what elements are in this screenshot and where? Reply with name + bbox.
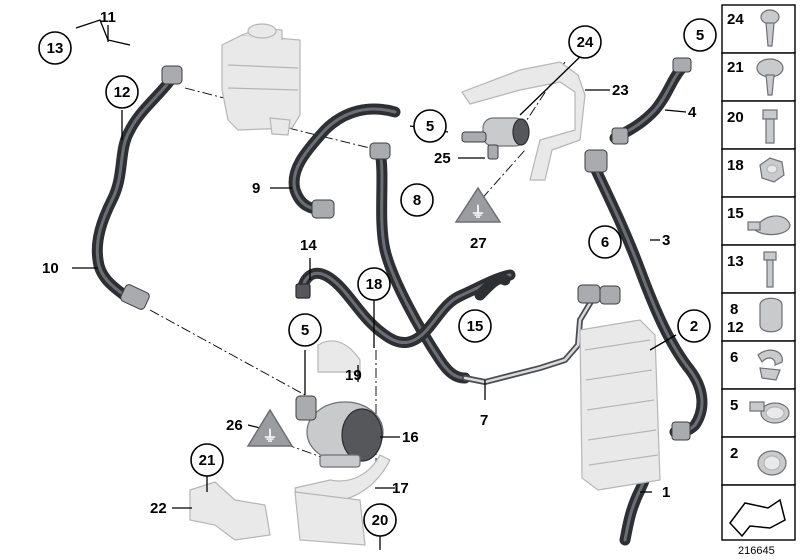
screw-icon: [760, 9, 780, 47]
spring-clip-icon: [757, 349, 783, 381]
panel-label-6: 6: [730, 349, 738, 366]
svg-text:13: 13: [47, 40, 64, 57]
label-17: 17: [392, 480, 409, 497]
svg-text:5: 5: [301, 322, 309, 339]
svg-text:18: 18: [366, 276, 383, 293]
warning-triangle-27: ⏚: [454, 186, 502, 223]
label-4: 4: [688, 104, 697, 121]
callout-13[interactable]: 13: [38, 31, 72, 65]
brackets-lower: [189, 454, 391, 546]
panel-label-24: 24: [727, 11, 744, 28]
callout-20[interactable]: 20: [363, 503, 397, 537]
panel-label-5: 5: [730, 397, 738, 414]
warning-triangle-26: ⏚: [246, 408, 294, 447]
direction-arrow-icon: [729, 498, 786, 538]
band-clamp-icon: [749, 401, 790, 424]
svg-text:21: 21: [199, 452, 216, 469]
label-11: 11: [100, 9, 116, 26]
panel-label-8: 8: [730, 301, 738, 318]
panel-label-2: 2: [730, 445, 738, 462]
label-7: 7: [480, 412, 488, 429]
svg-text:8: 8: [413, 192, 421, 209]
panel-label-12: 12: [727, 319, 744, 336]
label-22: 22: [150, 500, 167, 517]
bracket-23: [461, 61, 586, 181]
holder-clip-icon: [759, 297, 783, 333]
label-25: 25: [434, 150, 451, 167]
callout-18[interactable]: 18: [357, 267, 391, 301]
panel-label-15: 15: [727, 205, 744, 222]
diagram-number: 216645: [738, 545, 775, 557]
callout-15[interactable]: 15: [458, 309, 492, 343]
callout-21[interactable]: 21: [190, 443, 224, 477]
label-14: 14: [300, 237, 317, 254]
expansion-tank: [221, 23, 301, 136]
label-19: 19: [345, 367, 362, 384]
hex-nut-icon: [759, 157, 785, 183]
callout-2[interactable]: 2: [677, 309, 711, 343]
aux-pump-25: [461, 117, 530, 160]
svg-text:20: 20: [372, 512, 389, 529]
callout-12[interactable]: 12: [105, 75, 139, 109]
callout-6[interactable]: 6: [588, 225, 622, 259]
panel-label-18: 18: [727, 157, 744, 174]
callout-5-mid[interactable]: 5: [288, 313, 322, 347]
svg-text:15: 15: [467, 318, 484, 335]
label-10: 10: [42, 260, 59, 277]
label-23: 23: [612, 82, 629, 99]
panel-label-21: 21: [727, 59, 744, 76]
connector-clip-icon: [757, 450, 787, 476]
callout-8[interactable]: 8: [400, 183, 434, 217]
svg-text:2: 2: [690, 318, 698, 335]
panel-label-20: 20: [727, 109, 744, 126]
svg-text:5: 5: [696, 27, 704, 44]
label-3: 3: [662, 232, 670, 249]
callout-5-top[interactable]: 5: [413, 109, 447, 143]
panel-label-13: 13: [727, 253, 744, 270]
svg-text:⏚: ⏚: [470, 204, 485, 221]
svg-text:12: 12: [114, 84, 131, 101]
svg-text:6: 6: [601, 234, 609, 251]
label-27: 27: [470, 235, 487, 252]
hoses: [91, 57, 708, 546]
heat-exchanger: [579, 319, 661, 491]
callout-5-right[interactable]: 5: [683, 18, 717, 52]
plain-labels: 11 10 9 25 23 4 3 27 14 19 7 16 26 17 22…: [42, 9, 697, 517]
label-1: 1: [662, 484, 670, 501]
callout-24[interactable]: 24: [568, 25, 602, 59]
bolt-icon: [762, 109, 778, 144]
label-9: 9: [252, 180, 260, 197]
svg-text:24: 24: [577, 34, 594, 51]
svg-text:5: 5: [426, 118, 434, 135]
pump-16: [295, 340, 384, 468]
expanding-rivet-icon: [756, 58, 784, 96]
side-panel: 24 21 20 18 15 13 8 12 6 5 2: [721, 4, 796, 541]
svg-text:⏚: ⏚: [262, 428, 277, 445]
label-16: 16: [402, 429, 419, 446]
label-26: 26: [226, 417, 243, 434]
screw-small-icon: [763, 251, 777, 288]
hose-clamp-icon: [747, 215, 791, 236]
